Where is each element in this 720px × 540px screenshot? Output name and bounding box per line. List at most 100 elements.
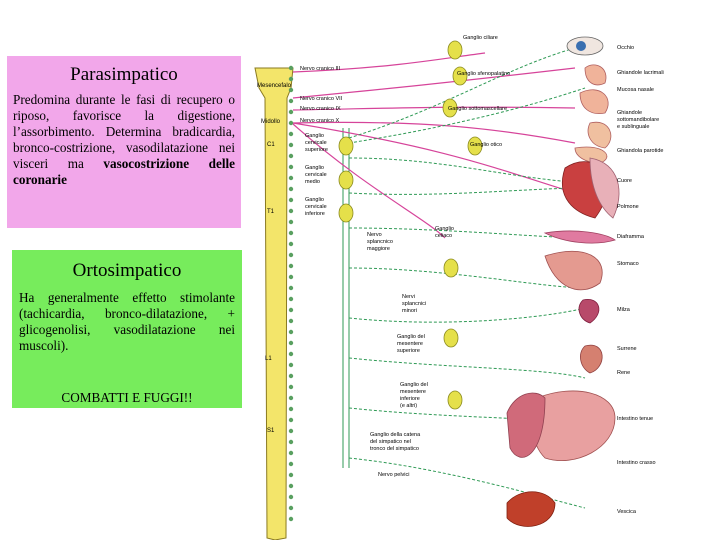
cord-root-dot (288, 98, 294, 104)
label-ganglio-catena-simpatico: Ganglio della catena del simpatico nel t… (370, 432, 422, 452)
cord-root-dot (288, 120, 294, 126)
label-s1: S1 (267, 428, 275, 434)
cord-root-dot (288, 219, 294, 225)
cord-root-dot (288, 395, 294, 401)
label-intestino-crasso: Intestino crasso (617, 460, 656, 466)
label-ganglio-cervicale-inferiore: Ganglio cervicale inferiore (305, 197, 328, 217)
sympathetic-description: Ha generalmente effetto stimolante (tach… (19, 290, 235, 353)
parasympathetic-pathways (292, 52, 576, 239)
label-t1: T1 (267, 209, 275, 215)
label-ganglio-cervicale-medio: Ganglio cervicale medio (305, 165, 328, 185)
label-ganglio-sottomascellare: Ganglio sottomascellare (448, 106, 507, 112)
cord-root-dot (288, 329, 294, 335)
label-nervo-cranico-vii: Nervo cranico VII (300, 96, 343, 102)
label-nervi-splancnici-minori: Nervi splancnici minori (402, 294, 428, 314)
organ-illustrations (506, 36, 620, 527)
parasympathetic-bold-text: vasocostrizione delle coronarie (13, 156, 235, 187)
cord-root-dot (288, 373, 294, 379)
label-vescica: Vescica (617, 509, 637, 515)
sympathetic-title: Ortosimpatico (72, 260, 182, 281)
cord-root-dot (288, 131, 294, 137)
cord-root-dot (288, 307, 294, 313)
label-ganglio-mesentere-superiore: Ganglio del mesentere superiore (397, 334, 426, 354)
label-nervo-splancnico-maggiore: Nervo splancnico maggiore (367, 232, 395, 252)
label-ganglio-cervicale-superiore: Ganglio cervicale superiore (305, 133, 328, 153)
cord-root-dot (288, 406, 294, 412)
label-ganglio-ciliare: Ganglio ciliare (463, 35, 498, 41)
ganglion-node (447, 390, 463, 410)
cord-root-dot (288, 197, 294, 203)
label-polmone: Polmone (617, 204, 639, 210)
cord-root-dot (288, 263, 294, 269)
label-stomaco: Stomaco (617, 261, 639, 267)
label-midollo: Midollo (261, 119, 281, 125)
label-c1: C1 (267, 142, 275, 148)
cord-root-dot (288, 505, 294, 511)
parasympathetic-description: Predomina durante le fasi di recupero o … (7, 86, 241, 188)
cord-root-dot (288, 241, 294, 247)
cord-root-dot (288, 516, 294, 522)
cord-root-dot (288, 230, 294, 236)
ganglion-node (338, 136, 354, 156)
cord-root-dot (288, 472, 294, 478)
label-ghiandole-lacrimali: Ghiandole lacrimali (617, 70, 664, 76)
cord-root-dot (288, 186, 294, 192)
ganglion-node (447, 40, 463, 60)
label-l1: L1 (265, 356, 272, 362)
cord-root-dot (288, 208, 294, 214)
label-nervo-pelvici: Nervo pelvici (378, 472, 409, 478)
cord-root-dot (288, 175, 294, 181)
cord-root-dot (288, 494, 294, 500)
cord-root-dot (288, 417, 294, 423)
sympathetic-slogan: COMBATTI E FUGGI!! (61, 390, 193, 405)
ganglion-node (467, 136, 483, 156)
label-nervo-cranico-ix: Nervo cranico IX (300, 106, 341, 112)
cord-root-dot (288, 87, 294, 93)
label-intestino-tenue: Intestino tenue (617, 416, 653, 422)
cord-root-dot (288, 351, 294, 357)
label-milza: Milza (617, 307, 631, 313)
ganglion-node (442, 98, 458, 118)
sympathetic-pathways (348, 47, 586, 509)
label-nervo-cranico-iii: Nervo cranico III (300, 66, 341, 72)
label-mucosa-nasale: Mucosa nasale (617, 87, 654, 93)
cord-root-dot (288, 252, 294, 258)
label-rene: Rene (617, 370, 630, 376)
cord-root-dot (288, 483, 294, 489)
cord-root-dot (288, 285, 294, 291)
sympathetic-box: Ortosimpatico Ha generalmente effetto st… (12, 250, 242, 408)
ganglion-node (452, 66, 468, 86)
label-mesencefalo: Mesencefalo (257, 83, 292, 89)
cord-root-dot (288, 153, 294, 159)
parasympathetic-title: Parasimpatico (70, 64, 178, 85)
label-ganglio-mesentere-inferiore: Ganglio del mesentere inferiore (e altri… (400, 382, 429, 409)
label-occhio: Occhio (617, 45, 634, 51)
label-ghiandole-sottomandibolare: Ghiandole sottomandibolare e sublinguale (617, 110, 661, 130)
label-nervo-cranico-x: Nervo cranico X (300, 118, 339, 124)
parasympathetic-text: Predomina durante le fasi di recupero o … (13, 92, 235, 171)
cord-root-dot (288, 109, 294, 115)
cord-root-dot (288, 142, 294, 148)
label-surrene: Surrene (617, 346, 637, 352)
cord-root-dot (288, 296, 294, 302)
ganglion-node (338, 203, 354, 223)
label-ganglio-sfenopalatino: Ganglio sfenopalatino (457, 71, 510, 77)
cord-root-dot (288, 428, 294, 434)
label-cuore: Cuore (617, 178, 632, 184)
cord-root-dot (288, 461, 294, 467)
ganglion-node (443, 258, 459, 278)
label-diaframma: Diaframma (617, 234, 645, 240)
cord-root-dot (288, 318, 294, 324)
label-ghiandola-parotide: Ghiandola parotide (617, 148, 663, 154)
cord-root-dot (288, 65, 294, 71)
ganglion-dots (288, 40, 483, 522)
ganglion-node (338, 170, 354, 190)
cord-root-dot (288, 340, 294, 346)
spinal-cord (254, 67, 294, 540)
parasympathetic-box: Parasimpatico Predomina durante le fasi … (7, 56, 241, 228)
cord-root-dot (288, 164, 294, 170)
autonomic-nervous-system-diagram: Mesencefalo Midollo C1 T1 L1 S1 Nervo cr… (254, 35, 664, 540)
ganglion-node (443, 328, 459, 348)
label-ganglio-otico: Ganglio otico (470, 142, 502, 148)
cord-root-dot (288, 274, 294, 280)
